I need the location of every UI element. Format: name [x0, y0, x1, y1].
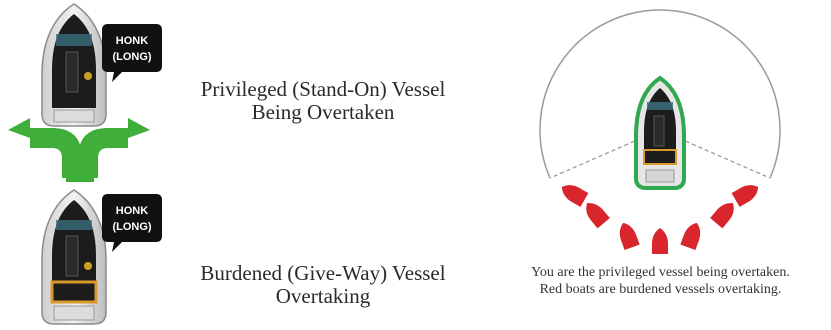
svg-text:(LONG): (LONG): [112, 51, 151, 63]
caption-line1: You are the privileged vessel being over…: [490, 264, 831, 281]
speech-bubble-icon: HONK (LONG): [102, 194, 162, 252]
burdened-vessel-label: Burdened (Give-Way) Vessel Overtaking: [168, 262, 478, 308]
red-boat-icon: [710, 198, 739, 228]
overtaking-zone-diagram: [490, 0, 831, 270]
red-boat-icon: [558, 180, 589, 207]
green-arrow-icon: [8, 118, 150, 182]
privileged-boat-icon: [636, 78, 684, 188]
privileged-role-line2: Being Overtaken: [168, 101, 478, 124]
speech-bubble-icon: HONK (LONG): [102, 24, 162, 82]
privileged-role-line1: Privileged (Stand-On) Vessel: [168, 78, 478, 101]
red-boat-icon: [680, 220, 704, 250]
svg-text:HONK: HONK: [116, 205, 148, 217]
red-boat-icon: [581, 198, 610, 228]
overtaking-caption: You are the privileged vessel being over…: [490, 264, 831, 298]
boat-icon: [42, 4, 106, 126]
caption-line2: Red boats are burdened vessels overtakin…: [490, 281, 831, 298]
red-boat-icon: [652, 228, 668, 254]
burdened-role-line2: Overtaking: [168, 285, 478, 308]
privileged-vessel-label: Privileged (Stand-On) Vessel Being Overt…: [168, 78, 478, 124]
burdened-role-line1: Burdened (Give-Way) Vessel: [168, 262, 478, 285]
svg-text:HONK: HONK: [116, 35, 148, 47]
boat-icon: [42, 190, 106, 324]
red-boat-icon: [732, 180, 763, 207]
red-boat-icon: [616, 220, 640, 250]
burdened-boats: [558, 180, 762, 254]
svg-text:(LONG): (LONG): [112, 221, 151, 233]
